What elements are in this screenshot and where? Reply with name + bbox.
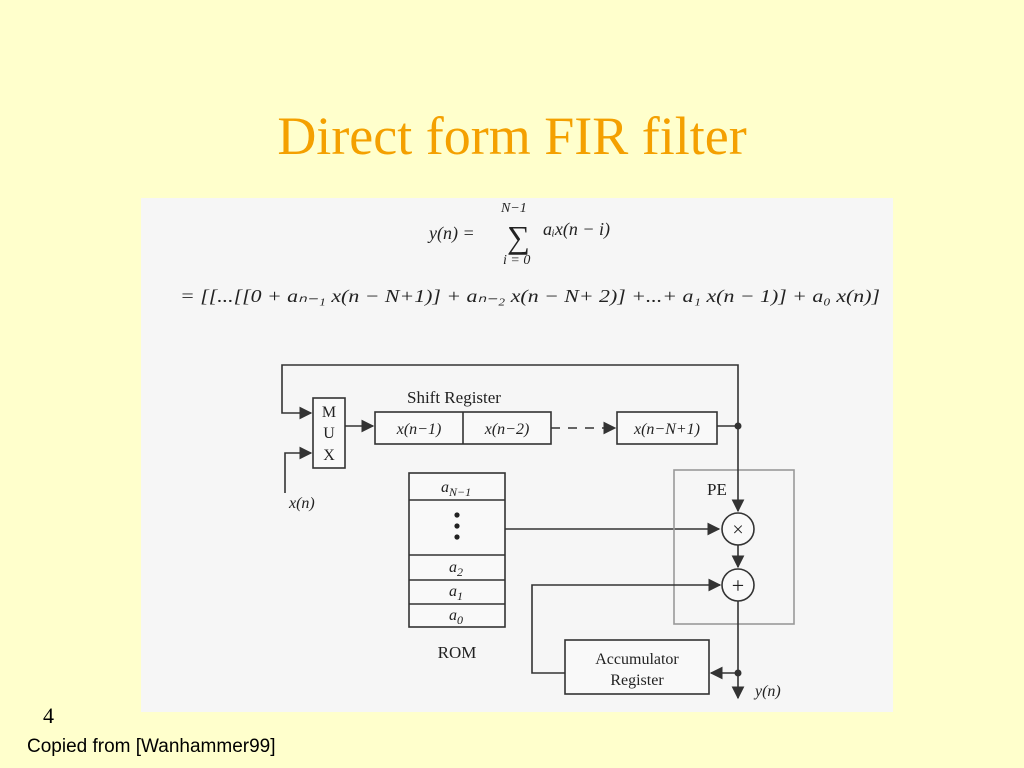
rom-ellipsis-dot bbox=[454, 534, 460, 540]
adder-node: + bbox=[721, 568, 755, 602]
slide-title: Direct form FIR filter bbox=[277, 106, 747, 166]
source-note: Copied from [Wanhammer99] bbox=[27, 736, 276, 757]
sum-equation: y(n) = N−1 ∑ i = 0 aᵢx(n − i) bbox=[427, 201, 610, 268]
accumulator-feedback-arrow bbox=[531, 578, 722, 674]
multiplier-node: × bbox=[721, 512, 755, 546]
rom-label: ROM bbox=[438, 643, 477, 662]
multiply-symbol: × bbox=[732, 519, 743, 541]
sum-lower-limit: i = 0 bbox=[503, 253, 530, 268]
output-label: y(n) bbox=[753, 683, 781, 700]
rom-block: aN−1 a2 a1 a0 ROM bbox=[408, 472, 506, 662]
input-arrow bbox=[284, 446, 313, 493]
rom-coefficient-a2: a2 bbox=[449, 559, 463, 579]
rom-ellipsis-dot bbox=[454, 523, 460, 529]
equation-lhs: y(n) = bbox=[427, 223, 475, 244]
accumulator-register: Accumulator Register bbox=[564, 639, 710, 695]
rom-coefficient-a0: a0 bbox=[449, 607, 463, 627]
accumulator-line-1: Accumulator bbox=[595, 651, 679, 668]
sum-upper-limit: N−1 bbox=[500, 201, 527, 216]
shift-register: x(n−1) x(n−2) bbox=[374, 411, 552, 445]
rom-coefficient-a1: a1 bbox=[449, 583, 463, 603]
mux-letter-m: M bbox=[322, 404, 336, 421]
fir-diagram-svg: y(n) = N−1 ∑ i = 0 aᵢx(n − i) = [[...[[0… bbox=[180, 201, 880, 700]
summand: aᵢx(n − i) bbox=[543, 219, 610, 240]
pe-block: PE bbox=[673, 469, 795, 625]
shift-cell-1: x(n−1) bbox=[396, 421, 442, 438]
accumulator-line-2: Register bbox=[610, 672, 664, 689]
input-label: x(n) bbox=[288, 495, 315, 512]
rom-ellipsis-dot bbox=[454, 512, 460, 518]
mux-letter-u: U bbox=[323, 425, 335, 442]
rom-top-coefficient: aN−1 bbox=[441, 479, 471, 499]
page-number: 4 bbox=[43, 703, 54, 728]
mux-letter-x: X bbox=[323, 447, 335, 464]
shift-cell-2: x(n−2) bbox=[484, 421, 530, 438]
sigma-symbol: ∑ bbox=[507, 219, 530, 255]
add-symbol: + bbox=[732, 573, 744, 598]
shift-last-cell: x(n−N+1) bbox=[633, 421, 700, 438]
shift-register-label: Shift Register bbox=[407, 388, 501, 407]
mux-block: M U X bbox=[312, 397, 346, 469]
expanded-equation: = [[...[[0 + aₙ₋₁ x(n − N+1)] + aₙ₋₂ x(n… bbox=[180, 286, 880, 307]
fir-filter-figure: y(n) = N−1 ∑ i = 0 aᵢx(n − i) = [[...[[0… bbox=[141, 198, 893, 712]
shift-register-last: x(n−N+1) bbox=[616, 411, 718, 445]
pe-label: PE bbox=[707, 480, 727, 499]
